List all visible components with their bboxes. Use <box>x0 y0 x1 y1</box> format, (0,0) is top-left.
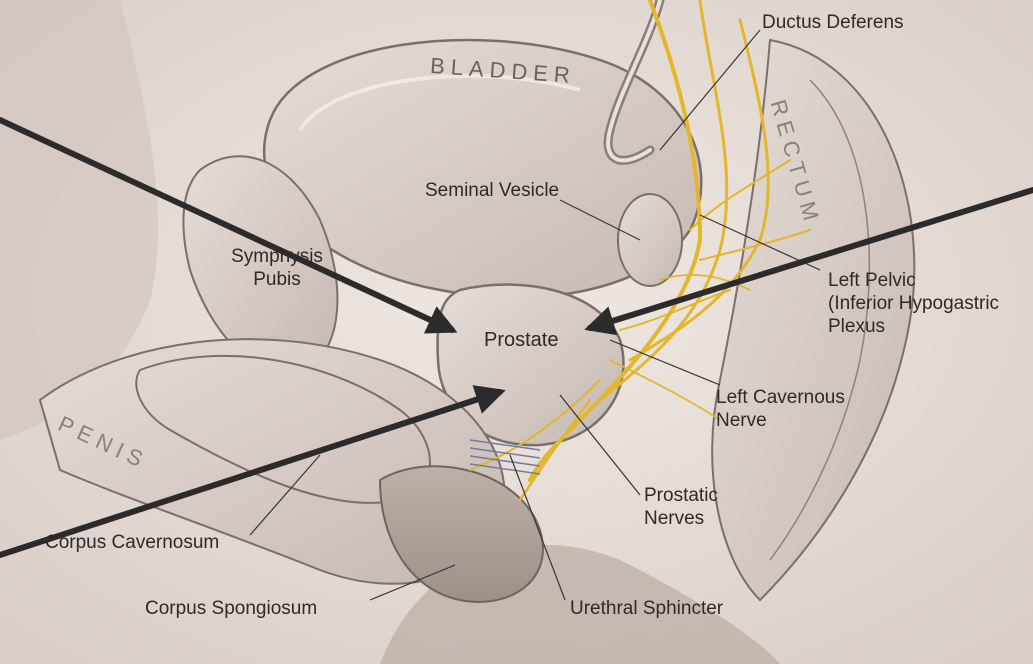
urethral-sphincter-label: Urethral Sphincter <box>570 598 723 621</box>
symphysis-line-1: Symphysis <box>218 246 336 269</box>
left-cavernous-line-2: Nerve <box>716 410 845 433</box>
left-cavernous-line-1: Left Cavernous <box>716 387 845 410</box>
left-pelvic-line-2: (Inferior Hypogastric <box>828 293 999 316</box>
symphysis-line-2: Pubis <box>218 269 336 292</box>
ductus-deferens-label: Ductus Deferens <box>762 12 904 35</box>
corpus-cavernosum-label: Corpus Cavernosum <box>45 532 219 555</box>
left-cavernous-nerve-label: Left Cavernous Nerve <box>716 387 845 433</box>
seminal-vesicle-shape <box>618 194 682 286</box>
corpus-spongiosum-label: Corpus Spongiosum <box>145 598 317 621</box>
prostatic-nerves-label: Prostatic Nerves <box>644 485 718 531</box>
prostatic-line-1: Prostatic <box>644 485 718 508</box>
left-pelvic-line-1: Left Pelvic <box>828 270 999 293</box>
left-pelvic-plexus-label: Left Pelvic (Inferior Hypogastric Plexus <box>828 270 999 338</box>
prostate-label: Prostate <box>484 328 558 352</box>
left-pelvic-line-3: Plexus <box>828 316 999 339</box>
prostatic-line-2: Nerves <box>644 508 718 531</box>
seminal-vesicle-label: Seminal Vesicle <box>425 180 559 203</box>
symphysis-pubis-label: Symphysis Pubis <box>218 246 336 292</box>
